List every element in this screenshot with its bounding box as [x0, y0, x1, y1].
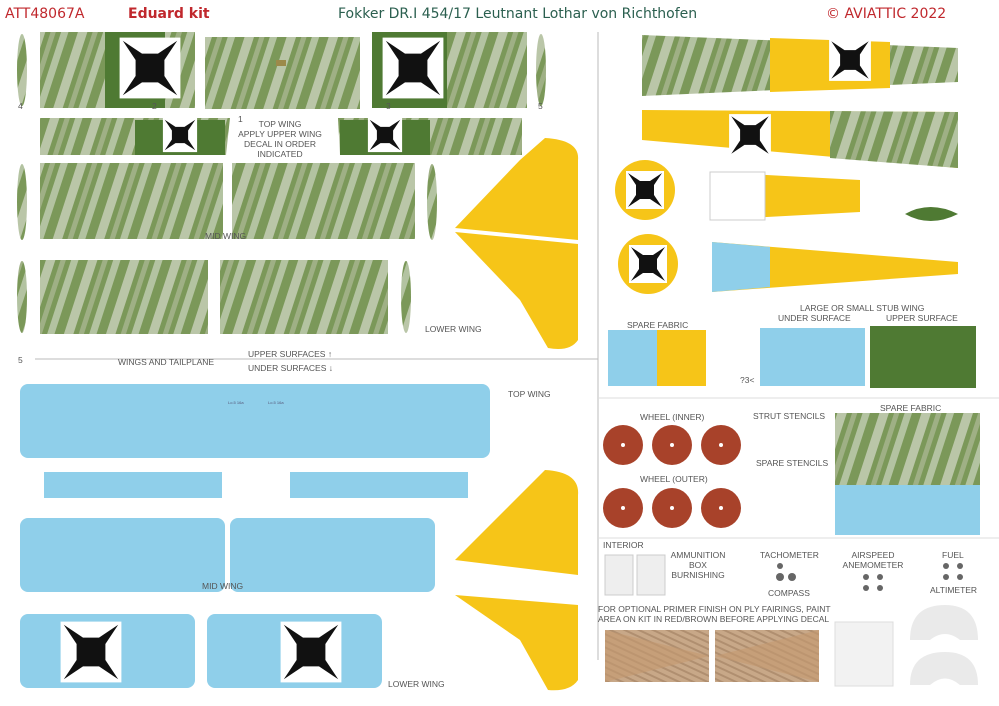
cowling-roundels — [615, 160, 678, 294]
fuselage-side-2 — [642, 110, 958, 168]
mid-wing-upper-label: MID WING — [205, 231, 247, 241]
fuel-label: FUEL — [942, 550, 964, 560]
upper-surfaces-label: UPPER SURFACES ↑ — [248, 349, 333, 359]
wheel-outer-label: WHEEL (OUTER) — [640, 474, 708, 484]
mid-wing-upper — [17, 163, 437, 240]
strut-stencils-label: STRUT STENCILS — [753, 411, 826, 421]
top-wing-under — [20, 384, 490, 498]
section-label: WINGS AND TAILPLANE — [118, 357, 215, 367]
sheet-code: ATT48067A — [5, 6, 85, 22]
spare-fabric-yellow — [657, 330, 706, 386]
fuselage-side-1 — [642, 35, 958, 96]
ammo-box-left — [604, 554, 634, 596]
cut-marker: 5 — [18, 355, 23, 365]
under-surfaces-label: UNDER SURFACES ↓ — [248, 363, 334, 373]
wing-number-5: 5 — [538, 101, 543, 111]
instrument-dials — [776, 563, 963, 591]
spare-fabric-streaky — [835, 413, 980, 485]
stub-wing-upper — [870, 326, 976, 388]
ammo-box-right — [636, 554, 666, 596]
wing-number-1: 1 — [238, 114, 243, 124]
tiny-stencil-1: Lo.5 16a — [228, 400, 244, 405]
upper-surface-label: UPPER SURFACE — [886, 313, 958, 323]
wing-number-3: 3 — [386, 101, 391, 111]
cockpit-piece — [834, 621, 894, 687]
ammo-label: AMMUNITION BOX BURNISHING — [670, 550, 726, 580]
tiny-stencil-2: Lo.5 16a — [268, 400, 284, 405]
fuselage-bottom — [712, 242, 958, 292]
tailplane-under — [455, 470, 579, 691]
lower-wing-upper — [17, 260, 411, 334]
spare-fabric-label-2: SPARE FABRIC — [880, 403, 942, 413]
tailplane-upper — [455, 138, 579, 349]
top-wing-note: TOP WING APPLY UPPER WING DECAL IN ORDER… — [238, 119, 322, 159]
top-wing-under-label: TOP WING — [508, 389, 551, 399]
strut-fairing-icon — [905, 207, 958, 221]
cut-mark: ?3< — [740, 375, 755, 385]
interior-label: INTERIOR — [603, 540, 644, 550]
spare-fabric-blue — [608, 330, 657, 386]
under-surface-label: UNDER SURFACE — [778, 313, 851, 323]
mid-wing-under — [20, 518, 435, 592]
wing-number-4: 4 — [18, 101, 23, 111]
top-wing-strips — [40, 117, 522, 155]
lower-wing-under-label: LOWER WING — [388, 679, 445, 689]
lower-wing-upper-label: LOWER WING — [425, 324, 482, 334]
tachometer-label: TACHOMETER — [760, 550, 819, 560]
lower-wing-under — [20, 614, 382, 688]
wing-number-2: 2 — [152, 101, 157, 111]
windscreen-top — [910, 605, 978, 640]
spare-stencils-label: SPARE STENCILS — [756, 458, 829, 468]
windscreen-bottom — [910, 652, 978, 685]
copyright: © AVIATTIC 2022 — [826, 6, 947, 22]
wheel-inner-label: WHEEL (INNER) — [640, 412, 705, 422]
mid-wing-under-label: MID WING — [202, 581, 244, 591]
spare-fabric-label-1: SPARE FABRIC — [627, 320, 689, 330]
compass-label: COMPASS — [768, 588, 810, 598]
stub-wing-label: LARGE OR SMALL STUB WING — [800, 303, 925, 313]
primer-note: FOR OPTIONAL PRIMER FINISH ON PLY FAIRIN… — [598, 604, 831, 624]
airspeed-label: AIRSPEED ANEMOMETER — [842, 550, 904, 570]
spare-fabric-lightblue — [835, 485, 980, 535]
turtle-deck — [709, 171, 860, 221]
sheet-title: Fokker DR.I 454/17 Leutnant Lothar von R… — [338, 6, 698, 22]
altimeter-label: ALTIMETER — [930, 585, 978, 595]
kit-label: Eduard kit — [128, 6, 210, 22]
stub-wing-under — [760, 328, 865, 386]
top-wing-upper — [17, 32, 546, 109]
